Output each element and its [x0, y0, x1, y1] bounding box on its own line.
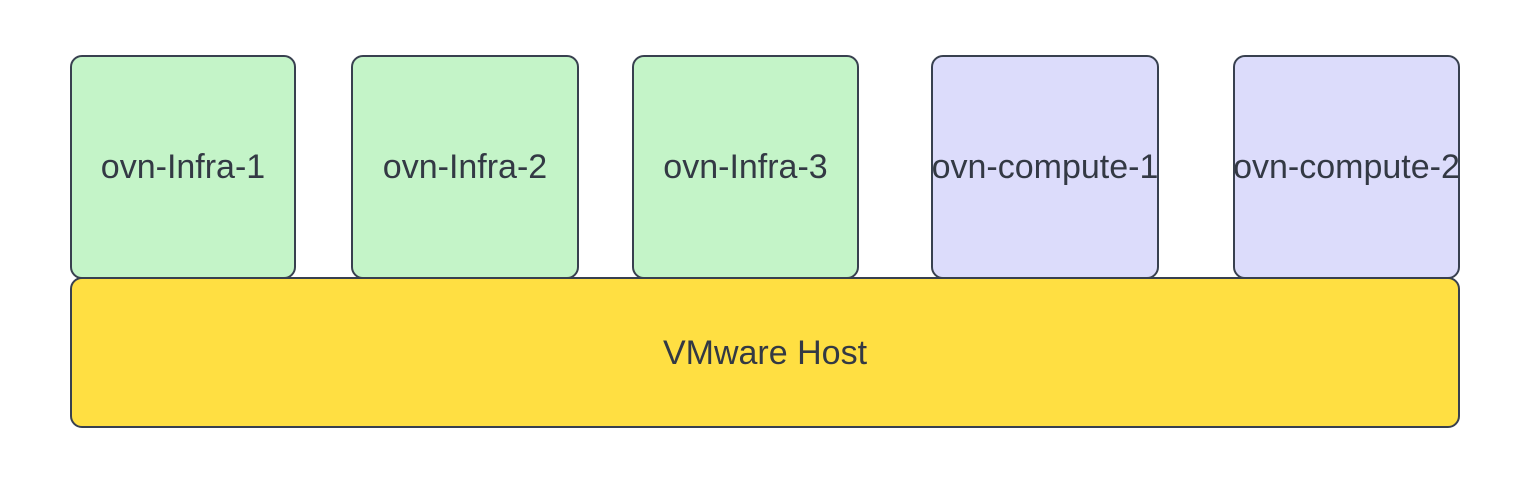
vm-box-label: ovn-Infra-1: [100, 148, 266, 186]
vm-box-ovn-infra-3[interactable]: ovn-Infra-3: [632, 55, 859, 279]
vm-box-ovn-compute-2[interactable]: ovn-compute-2: [1233, 55, 1460, 279]
vm-box-ovn-infra-2[interactable]: ovn-Infra-2: [351, 55, 579, 279]
vm-box-label: ovn-Infra-3: [663, 148, 828, 186]
vm-box-label: ovn-compute-2: [1233, 148, 1460, 186]
vm-box-ovn-compute-1[interactable]: ovn-compute-1: [931, 55, 1159, 279]
host-box-label: VMware Host: [662, 333, 868, 372]
host-box-vmware-host[interactable]: VMware Host: [70, 277, 1460, 428]
vm-box-label: ovn-Infra-2: [382, 148, 548, 186]
vm-box-ovn-infra-1[interactable]: ovn-Infra-1: [70, 55, 296, 279]
vm-box-label: ovn-compute-1: [931, 148, 1159, 186]
